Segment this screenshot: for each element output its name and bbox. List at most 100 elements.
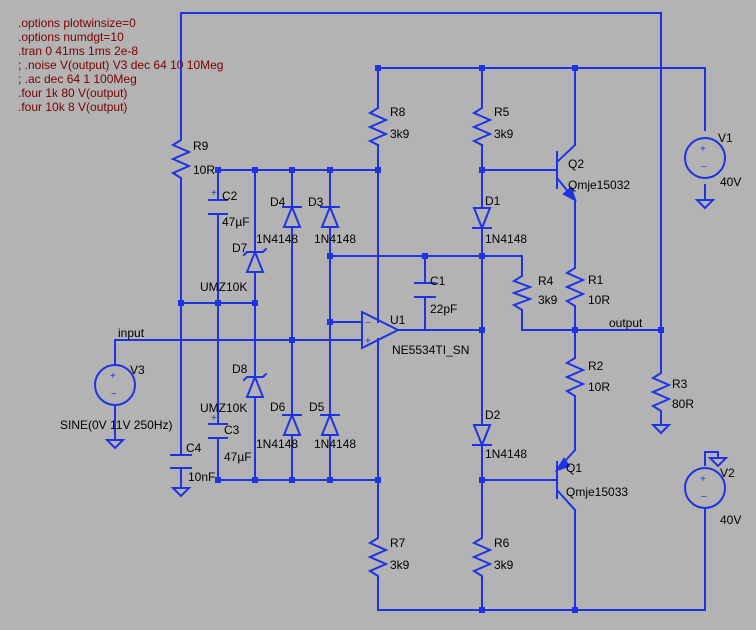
resistor-r4[interactable]: R4 3k9 (511, 269, 558, 312)
junctions (178, 65, 664, 613)
wires (114, 12, 719, 611)
diode-d4[interactable]: D4 1N4148 (256, 195, 302, 246)
directive-line: ; .ac dec 64 1 100Meg (18, 72, 137, 86)
directive-line: ; .noise V(output) V3 dec 64 10 10Meg (18, 58, 223, 72)
r4-value: 3k9 (538, 293, 558, 307)
ground-icon (694, 199, 716, 210)
v2-value: 40V (720, 513, 741, 527)
r9-value: 10R (193, 163, 215, 177)
svg-text:+: + (365, 336, 371, 347)
r8-value: 3k9 (390, 127, 410, 141)
diode-d1[interactable]: D1 1N4148 (472, 194, 527, 246)
resistor-r6[interactable]: R6 3k9 (471, 529, 514, 581)
r2-ref: R2 (588, 359, 604, 373)
svg-text:−: − (701, 162, 707, 173)
v1-ref: V1 (718, 131, 733, 145)
r1-value: 10R (588, 293, 610, 307)
diode-d5[interactable]: D5 1N4148 (309, 400, 356, 451)
u1-ref: U1 (390, 313, 406, 327)
ground-symbols (104, 199, 729, 498)
capacitor-c4[interactable]: C4 10nF (170, 441, 215, 484)
q2-value: Qmje15032 (568, 178, 630, 192)
d8-ref: D8 (232, 362, 248, 376)
r8-ref: R8 (390, 105, 406, 119)
resistor-r9[interactable]: R9 10R (170, 129, 215, 191)
v1-value: 40V (720, 175, 741, 189)
voltage-source-v2[interactable]: + − V2 40V (684, 466, 741, 527)
d4-ref: D4 (270, 195, 286, 209)
ground-icon (104, 439, 126, 450)
d4-value: 1N4148 (256, 232, 298, 246)
diode-d2[interactable]: D2 1N4148 (472, 408, 527, 461)
resistor-r8[interactable]: R8 3k9 (367, 99, 410, 147)
ground-icon (170, 487, 192, 498)
zener-d7[interactable]: D7 UMZ10K (200, 241, 268, 294)
directive-line: .four 10k 8 V(output) (18, 100, 127, 114)
d6-value: 1N4148 (256, 437, 298, 451)
v3-value: SINE(0V 11V 250Hz) (60, 418, 173, 432)
d1-value: 1N4148 (485, 232, 527, 246)
d3-value: 1N4148 (314, 232, 356, 246)
capacitor-c1[interactable]: C1 22pF (414, 274, 457, 316)
c4-ref: C4 (186, 441, 202, 455)
r5-ref: R5 (494, 105, 510, 119)
d3-ref: D3 (308, 195, 324, 209)
d6-ref: D6 (270, 400, 286, 414)
d8-value: UMZ10K (200, 401, 247, 415)
directive-line: .options numdgt=10 (18, 30, 124, 44)
c2-ref: C2 (222, 189, 238, 203)
spice-directives: .options plotwinsize=0 .options numdgt=1… (18, 16, 223, 114)
directive-line: .four 1k 80 V(output) (18, 86, 127, 100)
capacitor-c3[interactable]: + C3 47µF (208, 413, 252, 464)
u1-value: NE5534TI_SN (392, 343, 469, 357)
svg-text:−: − (111, 389, 117, 400)
resistor-r7[interactable]: R7 3k9 (367, 529, 410, 581)
r7-ref: R7 (390, 536, 406, 550)
v3-ref: V3 (130, 363, 145, 377)
directive-line: .options plotwinsize=0 (18, 16, 136, 30)
transistor-q2[interactable]: Q2 Qmje15032 (544, 143, 630, 203)
r2-value: 10R (588, 380, 610, 394)
d7-ref: D7 (232, 241, 248, 255)
d5-ref: D5 (309, 400, 325, 414)
r5-value: 3k9 (494, 127, 514, 141)
c2-value: 47µF (222, 215, 250, 229)
c1-ref: C1 (430, 274, 446, 288)
net-label-output: output (609, 316, 643, 330)
svg-text:−: − (365, 318, 371, 329)
q1-ref: Q1 (566, 461, 582, 475)
zener-d8[interactable]: D8 UMZ10K (200, 362, 268, 415)
opamp-u1[interactable]: − + U1 NE5534TI_SN (361, 310, 469, 357)
d2-ref: D2 (485, 408, 501, 422)
d7-value: UMZ10K (200, 280, 247, 294)
svg-text:+: + (700, 144, 706, 155)
resistor-r5[interactable]: R5 3k9 (471, 99, 514, 147)
resistor-r3[interactable]: R3 80R (650, 364, 694, 416)
r4-ref: R4 (538, 274, 554, 288)
resistor-r1[interactable]: R1 10R (564, 259, 610, 311)
ground-icon (707, 457, 729, 468)
r1-ref: R1 (588, 273, 604, 287)
capacitor-c2[interactable]: + C2 47µF (208, 188, 250, 229)
v2-ref: V2 (720, 466, 735, 480)
d2-value: 1N4148 (485, 447, 527, 461)
c3-value: 47µF (224, 450, 252, 464)
net-label-input: input (118, 326, 145, 340)
voltage-source-v1[interactable]: + − V1 40V (684, 131, 741, 189)
svg-text:+: + (110, 371, 116, 382)
diode-d3[interactable]: D3 1N4148 (308, 195, 356, 246)
c1-value: 22pF (430, 302, 457, 316)
transistor-q1[interactable]: Q1 Qmje15033 (544, 448, 628, 512)
r3-value: 80R (672, 397, 694, 411)
svg-text:−: − (701, 492, 707, 503)
r6-ref: R6 (494, 536, 510, 550)
q2-ref: Q2 (568, 157, 584, 171)
r9-ref: R9 (193, 139, 209, 153)
r7-value: 3k9 (390, 558, 410, 572)
c4-value: 10nF (188, 470, 215, 484)
resistor-r2[interactable]: R2 10R (564, 349, 610, 401)
diode-d6[interactable]: D6 1N4148 (256, 400, 302, 451)
d1-ref: D1 (485, 194, 501, 208)
voltage-source-v3[interactable]: + − V3 SINE(0V 11V 250Hz) (60, 363, 173, 432)
r3-ref: R3 (672, 377, 688, 391)
